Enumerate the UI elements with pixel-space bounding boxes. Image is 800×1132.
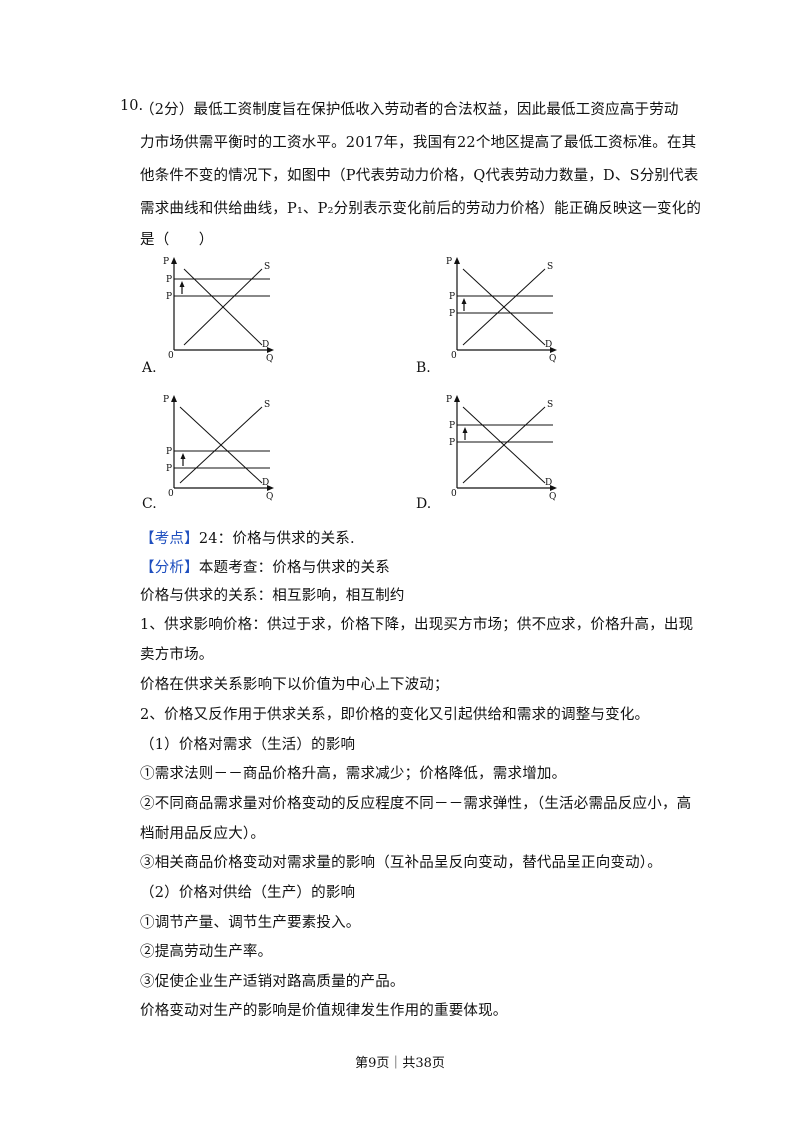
analysis-line-4: 价格在供求关系影响下以价值为中心上下波动； <box>140 677 449 693</box>
analysis-line-3: 卖方市场。 <box>140 647 214 663</box>
option-a-label: A. <box>142 360 157 376</box>
supply-label: S <box>264 262 270 272</box>
fenxi-line: 【分析】本题考查：价格与供求的关系 <box>140 556 390 577</box>
option-d-label: D. <box>416 496 432 512</box>
price-mark-label: P <box>166 447 172 457</box>
analysis-line-9: 档耐用品反应大）。 <box>140 826 266 842</box>
price-mark-label: P <box>449 309 455 319</box>
analysis-line-8: ②不同商品需求量对价格变动的反应程度不同－－需求弹性，（生活必需品反应小，高 <box>140 796 692 812</box>
axis-q-label: Q <box>549 492 556 502</box>
origin-label: 0 <box>451 489 457 499</box>
price-mark-label: P <box>166 292 172 302</box>
analysis-line-2: 1、供求影响价格：供过于求，价格下降，出现买方市场；供不应求，价格升高，出现 <box>140 617 694 633</box>
demand-label: D <box>262 478 269 488</box>
axis-q-label: Q <box>266 492 273 502</box>
axis-q-label: Q <box>549 354 556 364</box>
option-b-label: B. <box>416 360 431 376</box>
analysis-line-10: ③相关商品价格变动对需求量的影响（互补品呈反向变动，替代品呈正向变动）。 <box>140 855 662 871</box>
question-line-1: （2分）最低工资制度旨在保护低收入劳动者的合法权益，因此最低工资应高于劳动 <box>140 102 679 118</box>
fenxi-text: 本题考查：价格与供求的关系 <box>198 560 390 576</box>
price-mark-label: P <box>449 292 455 302</box>
price-mark-label: P <box>449 421 455 431</box>
price-mark-label: P <box>449 438 455 448</box>
axis-q-label: Q <box>266 354 273 364</box>
analysis-line-15: 价格变动对生产的影响是价值规律发生作用的重要体现。 <box>140 1003 508 1019</box>
axis-p-label: P <box>163 395 169 405</box>
analysis-line-13: ②提高劳动生产率。 <box>140 944 273 960</box>
demand-label: D <box>262 340 269 350</box>
question-line-3: 他条件不变的情况下，如图中（P代表劳动力价格，Q代表劳动力数量，D、S分别代表 <box>140 168 699 184</box>
fenxi-tag: 【分析】 <box>140 560 199 576</box>
analysis-line-14: ③促使企业生产适销对路高质量的产品。 <box>140 974 405 990</box>
kaodian-tag: 【考点】 <box>140 531 199 547</box>
graph-b: P P P S D 0 Q <box>446 257 557 364</box>
question-line-2: 力市场供需平衡时的工资水平。2017年，我国有22个地区提高了最低工资标准。在其 <box>140 135 697 151</box>
axis-p-label: P <box>446 395 452 405</box>
analysis-line-1: 价格与供求的关系：相互影响，相互制约 <box>140 588 405 604</box>
demand-label: D <box>545 478 552 488</box>
supply-label: S <box>264 400 270 410</box>
page-footer: 第9页｜共38页 <box>355 1056 445 1071</box>
analysis-line-5: 2、价格又反作用于供求关系，即价格的变化又引起供给和需求的调整与变化。 <box>140 707 650 723</box>
supply-label: S <box>547 262 553 272</box>
analysis-line-7: ①需求法则－－商品价格升高，需求减少；价格降低，需求增加。 <box>140 766 567 782</box>
price-mark-label: P <box>166 464 172 474</box>
origin-label: 0 <box>168 351 174 361</box>
analysis-line-12: ①调节产量、调节生产要素投入。 <box>140 915 361 931</box>
graph-d: P P P S D 0 Q <box>446 395 557 502</box>
kaodian-text: 24：价格与供求的关系. <box>198 531 355 547</box>
origin-label: 0 <box>168 489 174 499</box>
question-line-5: 是（ ） <box>140 232 214 248</box>
kaodian-line: 【考点】24：价格与供求的关系. <box>140 527 355 548</box>
option-c-label: C. <box>142 496 157 512</box>
graph-c: P P P S D 0 Q <box>163 395 274 502</box>
question-number: 10. <box>120 98 144 114</box>
axis-p-label: P <box>446 257 452 267</box>
graph-a: P P P S D 0 Q <box>163 257 274 364</box>
origin-label: 0 <box>451 351 457 361</box>
axis-p-label: P <box>163 257 169 267</box>
supply-label: S <box>547 400 553 410</box>
analysis-line-11: （2）价格对供给（生产）的影响 <box>140 885 356 901</box>
price-mark-label: P <box>166 275 172 285</box>
demand-label: D <box>545 340 552 350</box>
question-line-4: 需求曲线和供给曲线，P₁、P₂分别表示变化前后的劳动力价格）能正确反映这一变化的 <box>140 201 702 217</box>
analysis-line-6: （1）价格对需求（生活）的影响 <box>140 737 356 753</box>
